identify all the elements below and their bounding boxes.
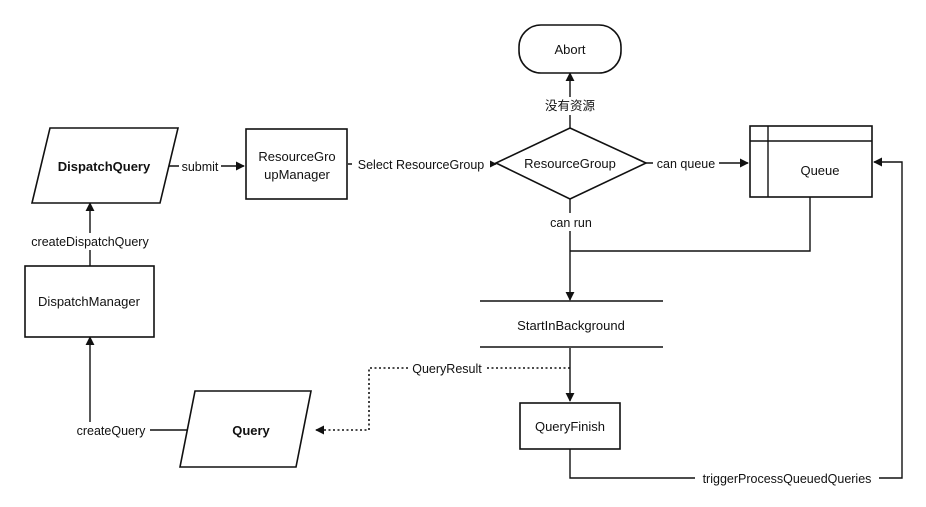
edge-trigger-process-queued-queries (569, 157, 903, 479)
edge-label-bg (72, 422, 150, 439)
node-resource-group-label: ResourceGroup (524, 156, 616, 171)
node-dispatch-query: DispatchQuery (30, 127, 180, 204)
node-resource-group-manager-label-line1: ResourceGro (258, 149, 335, 164)
edge-label-bg (545, 213, 597, 231)
edge-label-bg (24, 233, 156, 250)
node-start-in-background: StartInBackground (480, 300, 663, 348)
node-dispatch-manager-label: DispatchManager (38, 294, 141, 309)
node-resource-group-manager: ResourceGro upManager (245, 128, 348, 200)
edge-label-can-queue: can queue (657, 157, 715, 171)
node-dispatch-query-label: DispatchQuery (58, 159, 151, 174)
edge-label-no-resource: 没有资源 (545, 98, 596, 113)
node-abort-label: Abort (554, 42, 585, 57)
edge-label-submit: submit (182, 160, 219, 174)
node-resource-group-manager-label-line2: upManager (264, 167, 330, 182)
edge-queue-to-start (570, 197, 811, 252)
edge-label-create-dispatch-query: createDispatchQuery (31, 235, 149, 249)
edge-label-bg (408, 360, 486, 377)
edge-label-select-resource-group: Select ResourceGroup (358, 158, 485, 172)
edge-label-bg (695, 470, 879, 487)
edge-label-bg (542, 97, 598, 115)
edge-label-bg (352, 156, 490, 173)
node-dispatch-manager: DispatchManager (24, 265, 155, 338)
node-query-finish-label: QueryFinish (535, 419, 605, 434)
edge-label-bg (179, 158, 221, 175)
node-query: Query (179, 390, 312, 468)
edge-create-query (85, 336, 193, 431)
node-start-in-background-label: StartInBackground (517, 318, 625, 333)
node-query-label: Query (232, 423, 270, 438)
edge-label-query-result: QueryResult (412, 362, 482, 376)
node-query-finish: QueryFinish (519, 402, 621, 450)
node-queue: Queue (749, 125, 873, 198)
edge-label-trigger-process-queued-queries: triggerProcessQueuedQueries (703, 472, 872, 486)
edge-label-create-query: createQuery (77, 424, 147, 438)
node-resource-group: ResourceGroup (494, 127, 648, 200)
edge-label-can-run: can run (550, 216, 592, 230)
node-abort: Abort (518, 24, 622, 74)
edge-label-bg (653, 155, 719, 172)
node-queue-label: Queue (800, 163, 839, 178)
